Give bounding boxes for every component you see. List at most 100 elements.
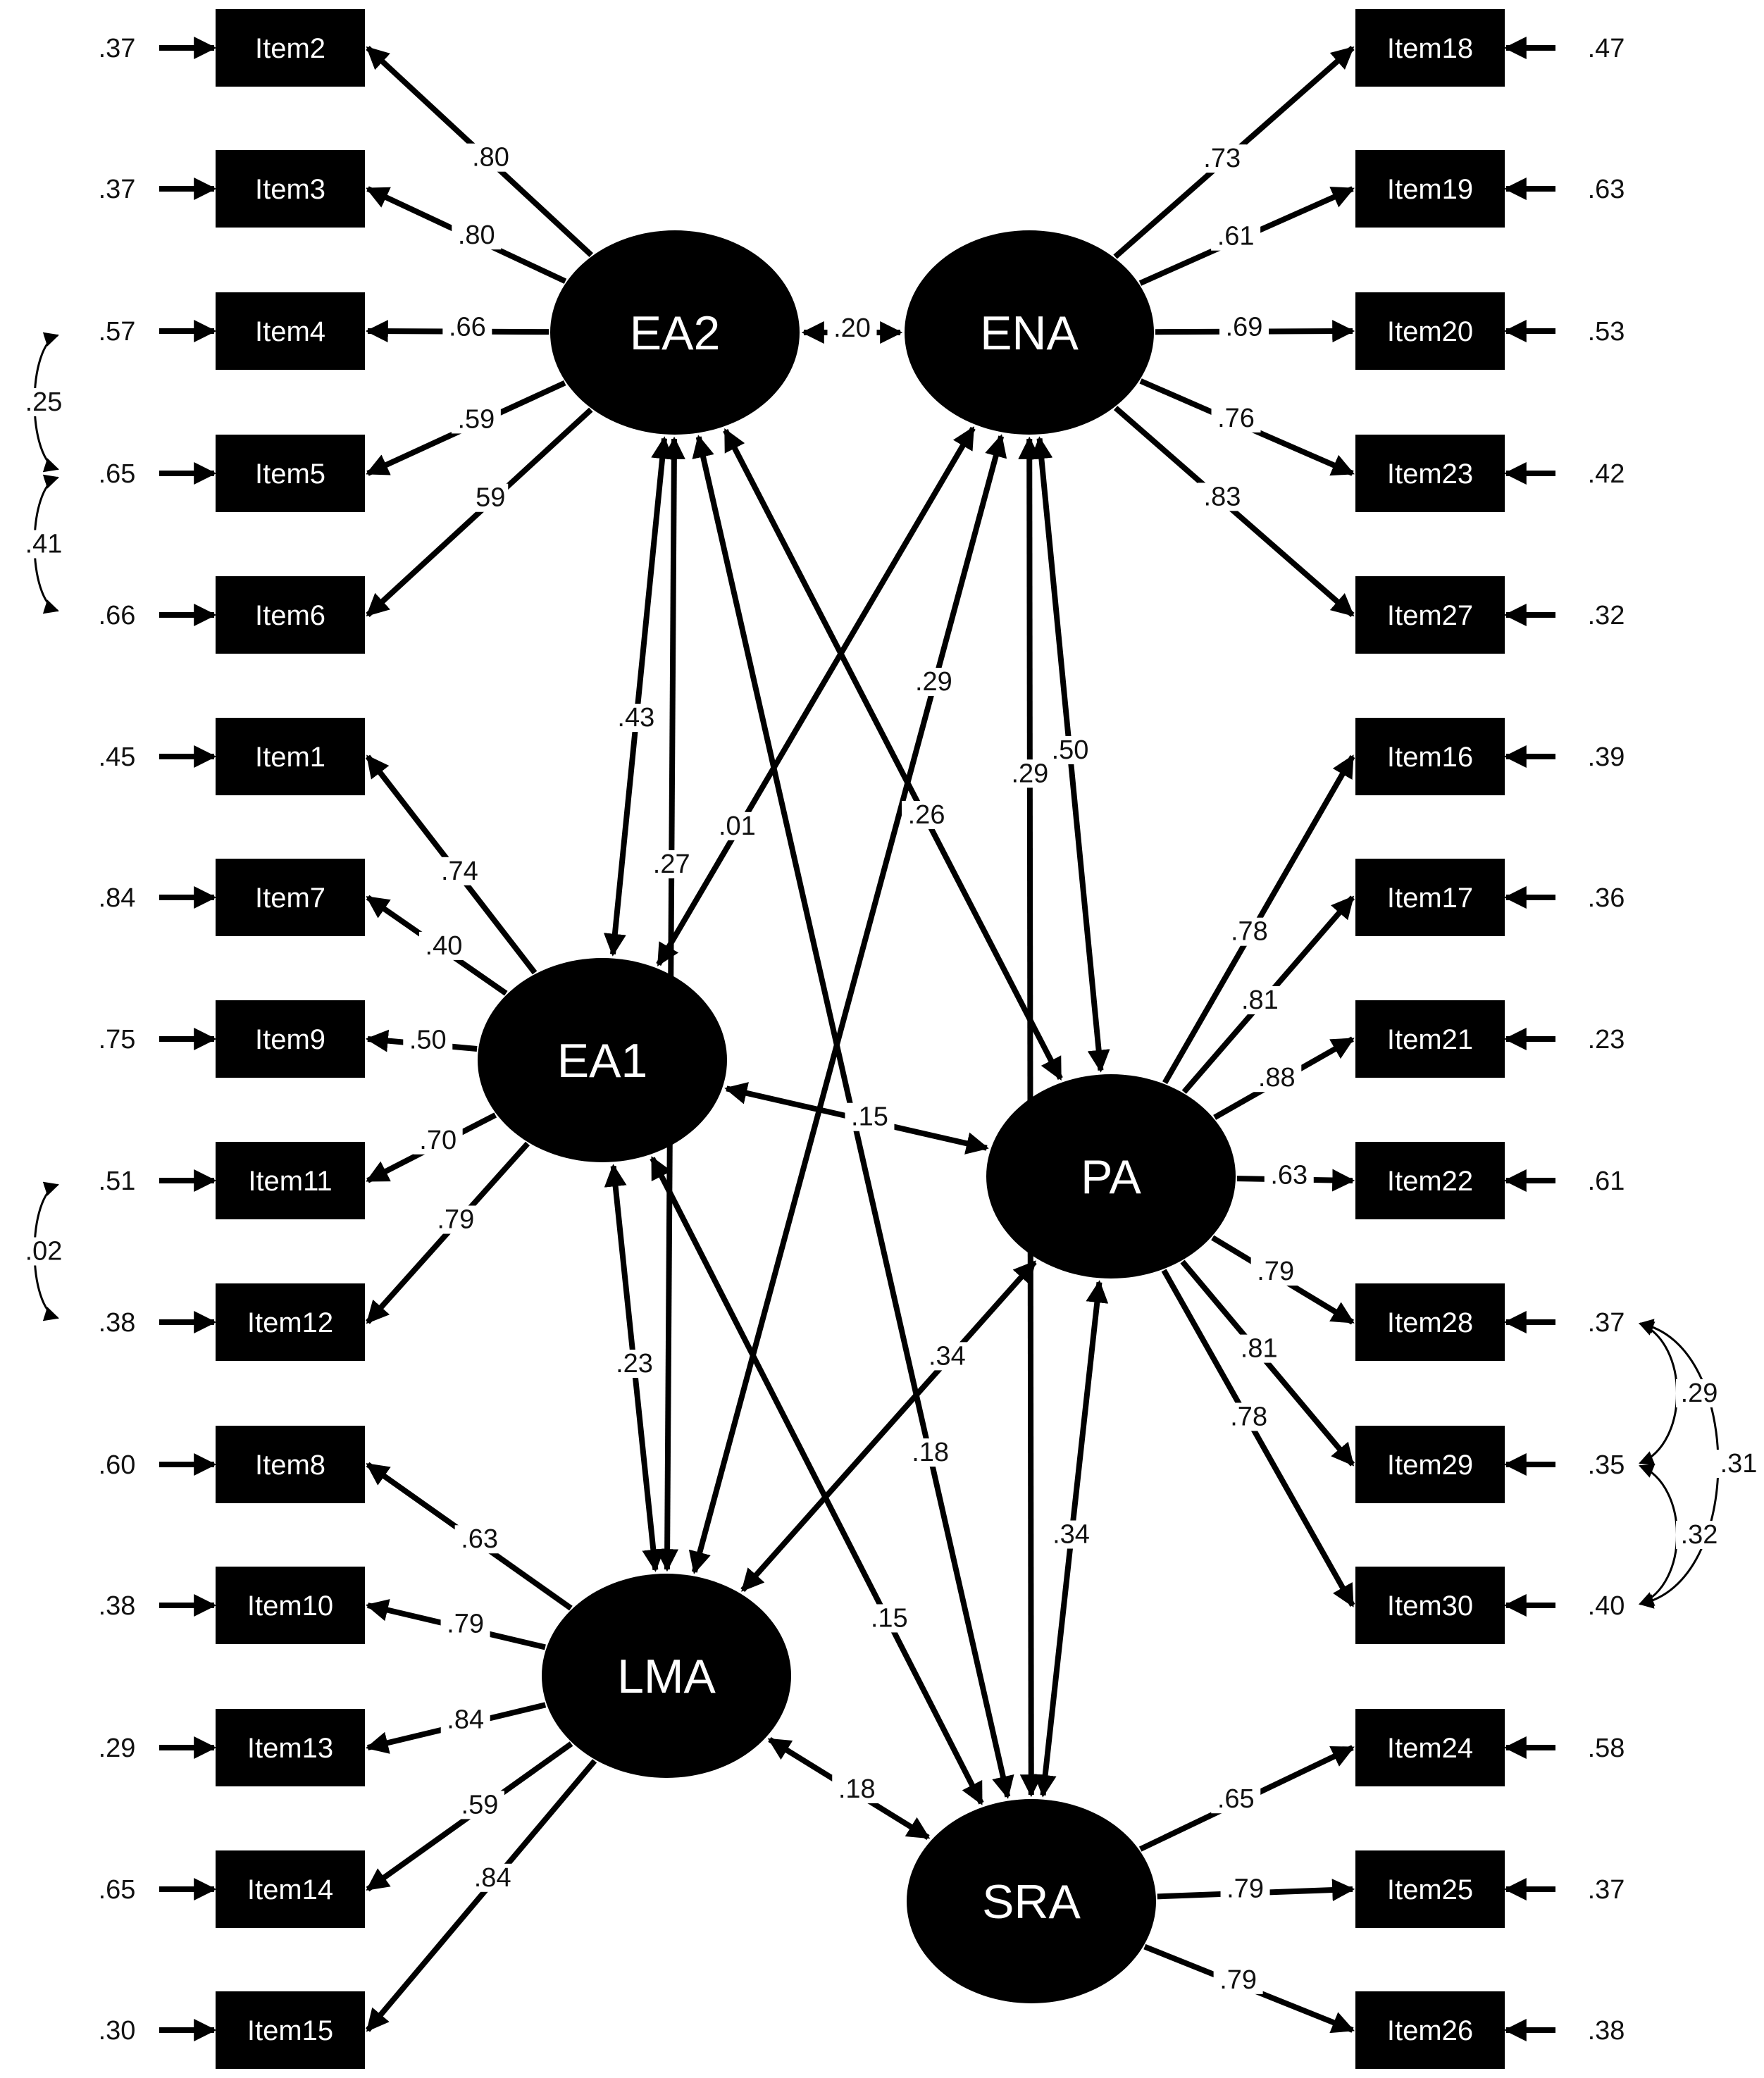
error-variance-label: .42 (1588, 459, 1625, 489)
latent-sra: SRA (907, 1799, 1156, 2003)
item-item19: Item19 (1355, 150, 1505, 228)
item-box (216, 9, 365, 87)
label-bg (1211, 404, 1261, 433)
label-bg (466, 143, 516, 172)
label-bg (1264, 1161, 1314, 1190)
loading-label: .80 (472, 143, 509, 173)
item-box (1355, 718, 1505, 795)
label-bg (454, 1525, 504, 1554)
correlation-label: .26 (908, 800, 945, 830)
item-box (1355, 576, 1505, 654)
error-covariance-curve (1639, 1464, 1678, 1606)
item-item9: Item9 (216, 1000, 365, 1078)
item-item14: Item14 (216, 1850, 365, 1928)
loading-label: .79 (447, 1610, 484, 1639)
item-box (1355, 1142, 1505, 1219)
item-box (216, 1142, 365, 1219)
item-box (216, 1283, 365, 1361)
error-variance-label: .60 (99, 1450, 136, 1480)
item-label: Item5 (255, 459, 325, 490)
loading-label: .78 (1231, 917, 1268, 947)
loading-label: .76 (1217, 404, 1255, 433)
item-item12: Item12 (216, 1283, 365, 1361)
label-bg (473, 483, 509, 512)
item-label: Item29 (1387, 1450, 1473, 1481)
loading-label: .59 (457, 404, 495, 434)
label-bg (909, 668, 959, 697)
item-item20: Item20 (1355, 292, 1505, 370)
error-covariance-curve (1638, 1319, 1720, 1609)
error-variance-label: .29 (99, 1734, 136, 1763)
correlation-label: .34 (1052, 1520, 1090, 1550)
correlation-path (603, 436, 674, 957)
correlation-label: .15 (851, 1102, 888, 1132)
latent-ellipse (986, 1074, 1236, 1278)
label-bg (712, 811, 762, 840)
correlation-label: .18 (912, 1438, 949, 1467)
item-item22: Item22 (1355, 1142, 1505, 1219)
item-item1: Item1 (216, 718, 365, 795)
label-bg (20, 530, 67, 559)
label-bg (435, 857, 485, 885)
correlation-label: .29 (915, 667, 952, 697)
item-item26: Item26 (1355, 1991, 1505, 2069)
error-covariance-label: .29 (1681, 1379, 1718, 1408)
item-item25: Item25 (1355, 1850, 1505, 1928)
item-box (216, 1991, 365, 2069)
item-item2: Item2 (216, 9, 365, 87)
item-item17: Item17 (1355, 859, 1505, 936)
item-label: Item11 (248, 1166, 332, 1197)
label-bg (1234, 1334, 1284, 1363)
item-box (216, 576, 365, 654)
error-variance-label: .63 (1588, 175, 1625, 204)
loading-label: .70 (419, 1126, 456, 1155)
item-box (216, 1709, 365, 1786)
item-label: Item4 (255, 316, 325, 347)
label-bg (1715, 1450, 1762, 1478)
label-bg (1252, 1064, 1302, 1093)
item-label: Item6 (255, 600, 325, 631)
correlation-label: .23 (616, 1349, 653, 1379)
label-bg (440, 1610, 490, 1638)
item-box (1355, 1426, 1505, 1503)
error-variance-label: .36 (1588, 883, 1625, 913)
error-variance-label: .37 (1588, 1875, 1625, 1905)
item-box (1355, 435, 1505, 512)
item-box (216, 718, 365, 795)
item-box (216, 1567, 365, 1644)
correlation-path (723, 428, 1063, 1081)
loading-path (1180, 1259, 1355, 1467)
item-box (1355, 9, 1505, 87)
item-item11: Item11 (216, 1142, 365, 1219)
loading-path (1113, 406, 1355, 618)
item-box (1355, 292, 1505, 370)
loading-path (366, 407, 593, 617)
error-variance-label: .30 (99, 2016, 136, 2046)
label-bg (452, 221, 502, 250)
item-box (1355, 1283, 1505, 1361)
error-variance-label: .37 (99, 175, 136, 204)
label-bg (1211, 1785, 1261, 1814)
item-box (1355, 1000, 1505, 1078)
item-label: Item10 (247, 1591, 333, 1622)
item-label: Item2 (255, 33, 325, 64)
item-item23: Item23 (1355, 435, 1505, 512)
item-label: Item24 (1387, 1733, 1473, 1764)
error-variance-label: .38 (1588, 2016, 1625, 2046)
item-box (216, 150, 365, 228)
item-label: Item19 (1387, 174, 1473, 205)
item-item27: Item27 (1355, 576, 1505, 654)
loading-label: .61 (1217, 222, 1255, 251)
loading-label: 59 (476, 483, 505, 513)
label-bg (832, 1774, 882, 1803)
loading-label: .40 (426, 931, 463, 961)
loading-path (1161, 1269, 1355, 1607)
item-item4: Item4 (216, 292, 365, 370)
label-bg (864, 1604, 914, 1633)
item-box (216, 435, 365, 512)
item-box (1355, 1709, 1505, 1786)
label-bg (442, 313, 492, 342)
item-label: Item20 (1387, 316, 1473, 347)
item-box (1355, 1850, 1505, 1928)
label-bg (1250, 1257, 1300, 1286)
